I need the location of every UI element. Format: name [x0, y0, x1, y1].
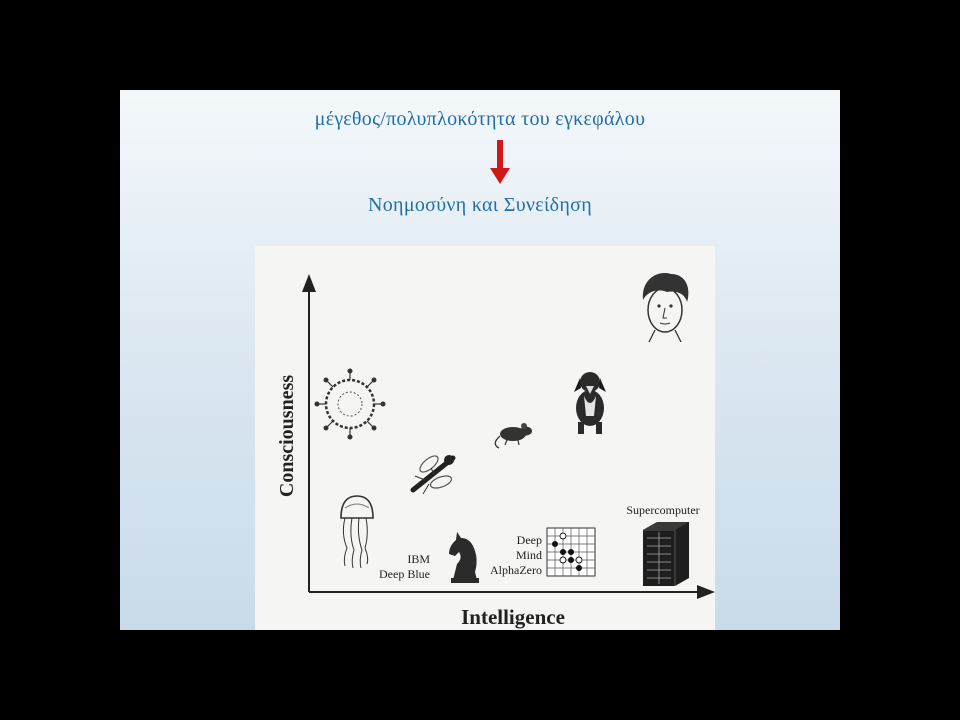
y-axis [302, 274, 316, 592]
server-rack-icon [643, 522, 689, 586]
mouse-icon [494, 423, 532, 449]
x-axis [309, 585, 715, 599]
go-board-icon [546, 527, 596, 577]
alphazero-label-line-1: Deep [517, 533, 542, 547]
dog-icon [574, 372, 606, 434]
x-axis-label: Intelligence [461, 605, 565, 629]
fly-icon [410, 455, 456, 495]
neuron-ring-icon [314, 368, 386, 440]
deep-blue-label-line-1: IBM [407, 552, 430, 566]
deep-blue-label-line-2: Deep Blue [379, 567, 430, 581]
chess-knight-icon [449, 532, 479, 583]
down-arrow-icon [490, 140, 510, 184]
slide: μέγεθος/πολυπλοκότητα του εγκεφάλου Νοημ… [120, 90, 840, 630]
brain-size-complexity-text: μέγεθος/πολυπλοκότητα του εγκεφάλου [314, 108, 646, 130]
human-face-icon [642, 273, 689, 343]
consciousness-intelligence-figure: Consciousness Intelligence [255, 246, 715, 630]
alphazero-label-line-2: Mind [516, 548, 542, 562]
alphazero-label-line-3: AlphaZero [490, 563, 542, 577]
y-axis-label: Consciousness [276, 375, 298, 497]
jellyfish-icon [340, 495, 374, 569]
supercomputer-label: Supercomputer [626, 503, 699, 517]
intelligence-consciousness-text: Νοημοσύνη και Συνείδηση [368, 194, 592, 216]
